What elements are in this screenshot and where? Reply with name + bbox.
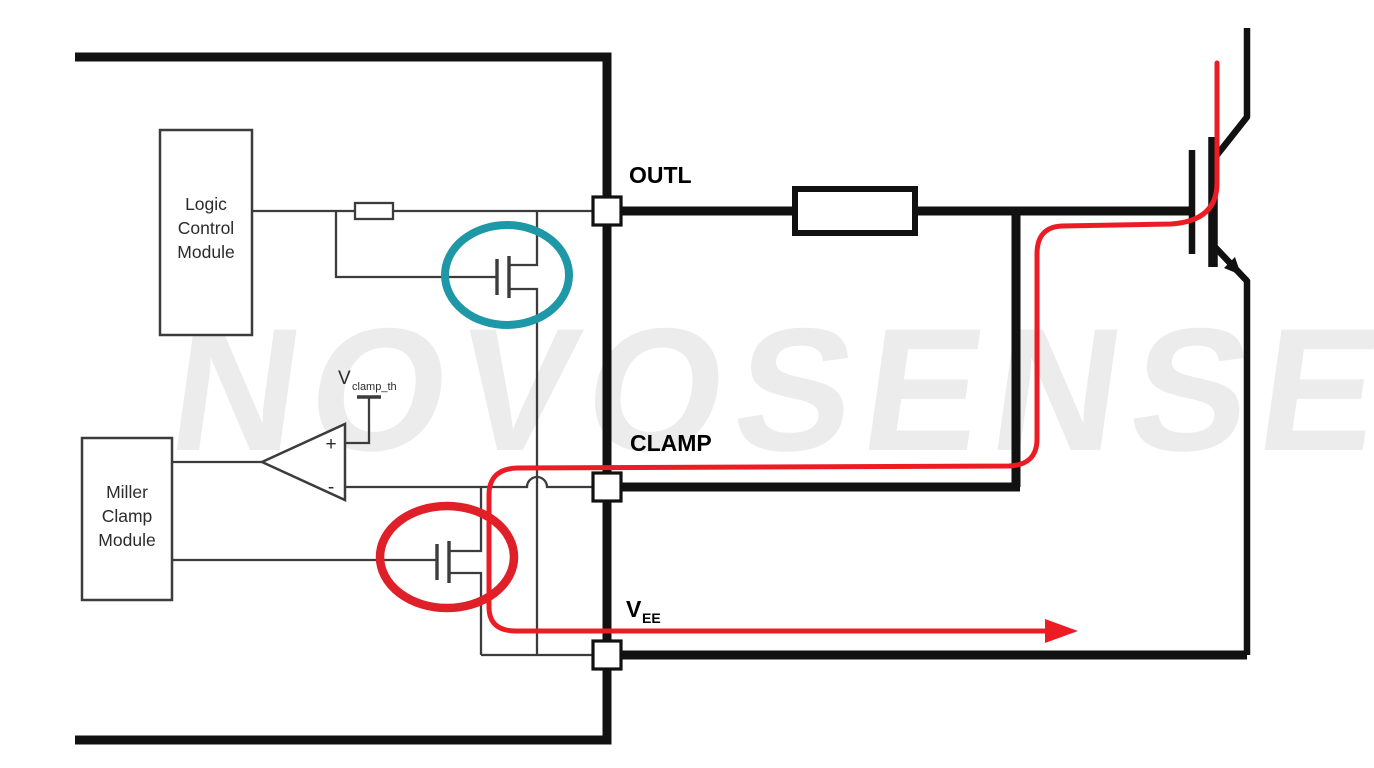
red-highlight-ellipse bbox=[375, 501, 519, 613]
mosfet-drain-lead bbox=[509, 211, 539, 267]
gate-resistor bbox=[792, 186, 918, 236]
comparator-minus-sign: - bbox=[328, 477, 334, 498]
current-arrow bbox=[1045, 619, 1078, 643]
comparator-triangle bbox=[258, 422, 347, 502]
pin-outl bbox=[591, 195, 623, 227]
internal-gate-network bbox=[252, 201, 593, 279]
chip-outline bbox=[75, 52, 612, 745]
gate-branch-wire bbox=[334, 211, 497, 279]
logic-control-module: Logic Control Module bbox=[158, 128, 254, 337]
miller-module-label-3: Module bbox=[98, 530, 155, 550]
pin-clamp-label: CLAMP bbox=[630, 430, 712, 456]
igbt-emitter-arrow bbox=[1224, 257, 1241, 275]
chip-boundary bbox=[75, 52, 612, 745]
external-gate-circuit bbox=[611, 186, 1247, 660]
pins: OUTL CLAMP V EE bbox=[591, 162, 712, 671]
igbt-collector-lead bbox=[1210, 28, 1251, 163]
logic-module-label-2: Control bbox=[178, 218, 234, 238]
pin-vee-label: V bbox=[626, 596, 642, 622]
internal-resistor bbox=[353, 201, 395, 221]
miller-module-label-1: Miller bbox=[106, 482, 148, 502]
clamp-sense-wire bbox=[345, 475, 593, 489]
clamp-mosfet-drain-lead bbox=[449, 487, 483, 553]
vclamp-threshold-terminal: V clamp_th bbox=[338, 368, 397, 445]
teal-highlight-ellipse bbox=[441, 221, 573, 329]
logic-module-label-1: Logic bbox=[185, 194, 227, 214]
miller-module-label-2: Clamp bbox=[102, 506, 153, 526]
logic-module-box bbox=[158, 128, 254, 337]
miller-clamp-module: Miller Clamp Module bbox=[80, 436, 437, 602]
threshold-wire bbox=[345, 397, 371, 445]
current-flow-line bbox=[486, 60, 1220, 634]
comparator: + - bbox=[258, 422, 347, 502]
pin-clamp bbox=[591, 471, 623, 503]
miller-module-box bbox=[80, 436, 174, 602]
miller-current-path bbox=[486, 60, 1220, 643]
pin-vee-label-subscript: EE bbox=[642, 610, 661, 626]
clamp-mosfet-source-lead bbox=[449, 571, 483, 655]
pin-outl-label: OUTL bbox=[629, 162, 692, 188]
pin-vee bbox=[591, 639, 623, 671]
threshold-label-subscript: clamp_th bbox=[352, 381, 397, 393]
logic-module-label-3: Module bbox=[177, 242, 234, 262]
mosfet-source-lead bbox=[509, 287, 539, 655]
igbt-emitter-lead bbox=[1210, 242, 1251, 655]
watermark-logo: NOVOSENSE bbox=[160, 293, 1374, 488]
threshold-label: V bbox=[338, 368, 351, 389]
comparator-plus-sign: + bbox=[325, 434, 336, 455]
